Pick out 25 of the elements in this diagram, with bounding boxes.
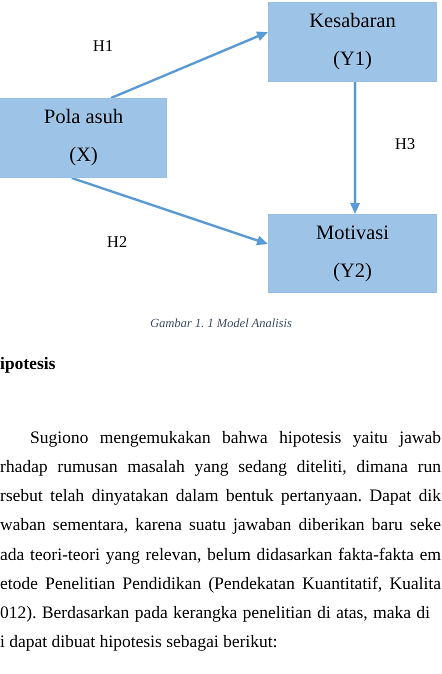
variable-box (0, 98, 167, 178)
section-heading: ipotesis (0, 352, 56, 375)
box-label: (X) (69, 143, 98, 167)
body-text-line: rsebut telah dinyatakan dalam bentuk pertanyaan. Dapat dik (0, 484, 441, 507)
body-text-line: i dapat dibuat hipotesis sebagai berikut: (0, 630, 278, 653)
box-label: (Y1) (333, 47, 372, 71)
arrow (350, 82, 360, 214)
arrow (71, 176, 268, 246)
figure-caption: Gambar 1. 1 Model Analisis (150, 315, 292, 331)
box-label: Pola asuh (44, 105, 124, 129)
variable-box (268, 214, 437, 293)
body-text-line: etode Penelitian Pendidikan (Pendekatan Kuantitatif, Kualita (0, 572, 441, 594)
box-label: (Y2) (333, 259, 372, 283)
box-label: Motivasi (316, 221, 389, 245)
body-text-line: 012). Berdasarkan pada kerangka penelitian di atas, maka di (0, 600, 430, 624)
edge-label: H2 (106, 232, 128, 252)
edge-label: H3 (394, 134, 416, 154)
arrow (110, 32, 268, 100)
body-text-line: ada teori-teori yang relevan, belum didasarkan fakta-fakta em (0, 542, 441, 566)
body-text-line: rhadap rumusan masalah yang sedang diteliti, dimana run (0, 454, 441, 478)
edge-label: H1 (92, 36, 114, 56)
variable-box (268, 2, 437, 82)
box-label: Kesabaran (309, 9, 396, 33)
body-text-line: Sugiono mengemukakan bahwa hipotesis yaitu jawab (30, 426, 441, 449)
body-text-line: waban sementara, karena suatu jawaban diberikan baru seke (0, 512, 441, 536)
